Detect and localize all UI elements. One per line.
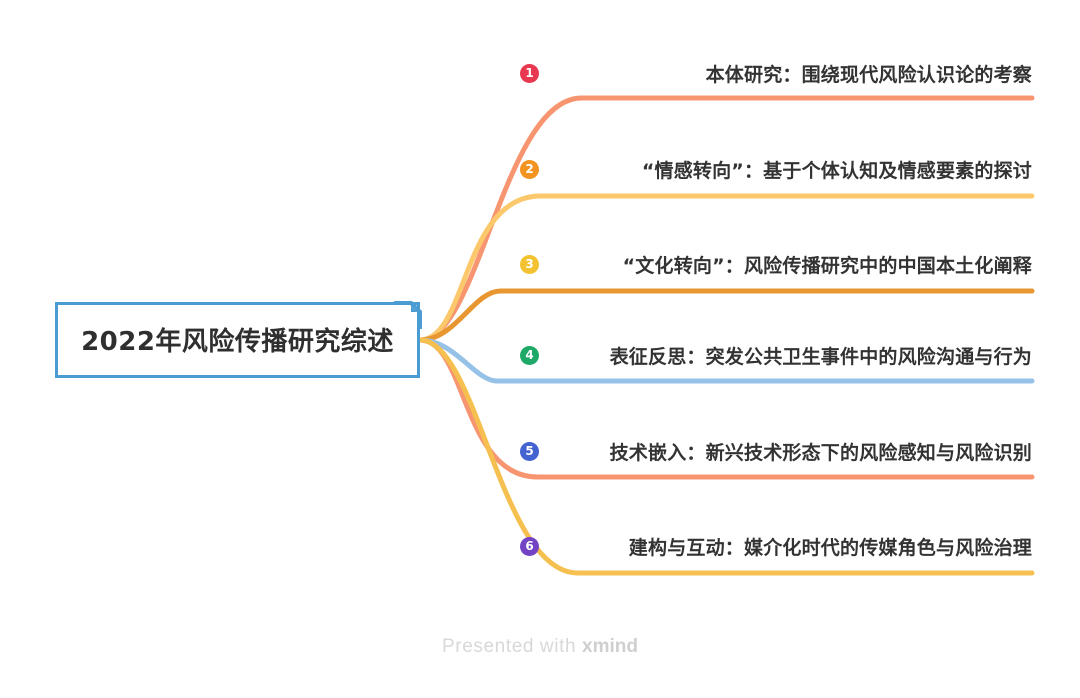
topic-label-2: “情感转向”：基于个体认知及情感要素的探讨 <box>641 159 1032 182</box>
watermark-brand: xmind <box>582 636 638 657</box>
root-topic-node[interactable]: 2022年风险传播研究综述 <box>55 302 420 378</box>
topic-label-5: 技术嵌入：新兴技术形态下的风险感知与风险识别 <box>609 441 1032 464</box>
topic-number-badge-3: 3 <box>520 254 539 274</box>
topic-row-1[interactable]: 1 本体研究：围绕现代风险认识论的考察 <box>520 55 1032 91</box>
topic-row-3[interactable]: 3 “文化转向”：风险传播研究中的中国本土化阐释 <box>520 246 1032 282</box>
topic-label-3: “文化转向”：风险传播研究中的中国本土化阐释 <box>622 254 1032 277</box>
topic-number-badge-6: 6 <box>520 536 539 556</box>
topic-row-2[interactable]: 2 “情感转向”：基于个体认知及情感要素的探讨 <box>520 151 1032 187</box>
topic-number-badge-5: 5 <box>520 441 539 461</box>
topic-row-4[interactable]: 4 表征反思：突发公共卫生事件中的风险沟通与行为 <box>520 337 1032 373</box>
xmind-watermark: Presented with xmind <box>0 636 1080 658</box>
branch-curve-3 <box>417 288 1035 343</box>
topic-label-6: 建构与互动：媒介化时代的传媒角色与风险治理 <box>628 536 1032 559</box>
topic-number-badge-2: 2 <box>520 159 539 179</box>
branch-curve-1 <box>417 95 1035 343</box>
topic-row-6[interactable]: 6 建构与互动：媒介化时代的传媒角色与风险治理 <box>520 528 1032 564</box>
root-topic-label: 2022年风险传播研究综述 <box>81 326 394 357</box>
watermark-prefix: Presented with <box>442 636 582 657</box>
topic-number-badge-4: 4 <box>520 345 539 365</box>
topic-label-1: 本体研究：围绕现代风险认识论的考察 <box>705 63 1032 86</box>
topic-row-5[interactable]: 5 技术嵌入：新兴技术形态下的风险感知与风险识别 <box>520 433 1032 469</box>
topic-label-4: 表征反思：突发公共卫生事件中的风险沟通与行为 <box>609 345 1032 368</box>
topic-number-badge-1: 1 <box>520 63 539 83</box>
